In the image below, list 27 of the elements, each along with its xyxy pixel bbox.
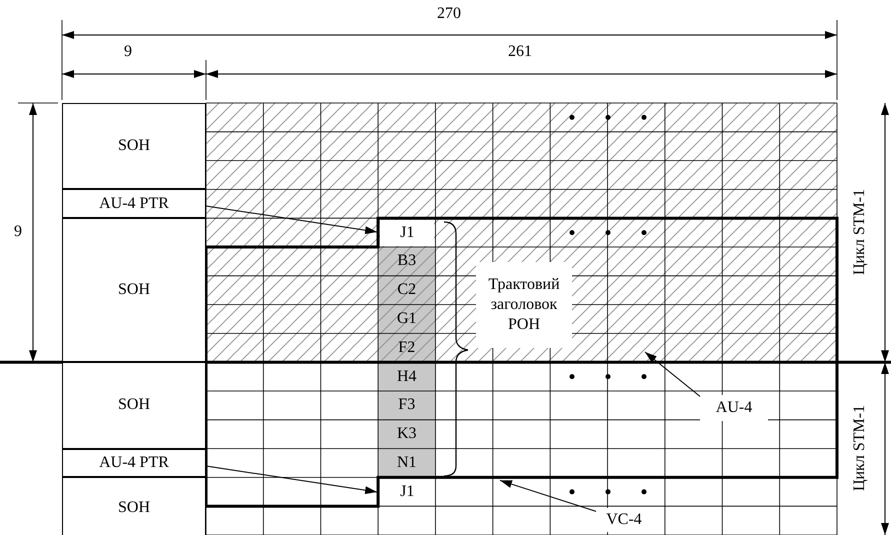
table-cell: K3 <box>378 420 436 449</box>
table-cell: N1 <box>378 448 436 478</box>
overhead-block: SOH <box>62 103 206 190</box>
pointer-block: AU-4 PTR <box>62 448 206 478</box>
overhead-block: SOH <box>62 477 206 535</box>
pointer-arrow <box>206 466 378 494</box>
frame-label: Цикл STM-1 <box>852 188 868 276</box>
pointer-block: AU-4 PTR <box>62 189 206 218</box>
table-cell: G1 <box>378 304 436 334</box>
table-cell: H4 <box>378 362 436 391</box>
overhead-block: SOH <box>62 362 206 449</box>
table-cell: B3 <box>378 247 436 276</box>
leader-line <box>500 480 598 512</box>
frame-label: Цикл STM-1 <box>852 404 868 492</box>
dimension-value: 9 <box>124 44 132 60</box>
callout-label: AU-4 <box>700 395 768 421</box>
table-cell: J1 <box>380 220 434 246</box>
leader-line <box>644 352 702 398</box>
poh-label: Трактовий заголовок POH <box>476 262 572 348</box>
dimension-value: 9 <box>14 224 22 240</box>
table-cell: F3 <box>378 391 436 420</box>
dimension-value: 270 <box>437 6 461 22</box>
overhead-block: SOH <box>62 218 206 362</box>
table-cell: C2 <box>378 276 436 305</box>
pointer-arrow <box>206 206 378 234</box>
table-cell: F2 <box>378 333 436 362</box>
dimension-value: 261 <box>508 44 532 60</box>
